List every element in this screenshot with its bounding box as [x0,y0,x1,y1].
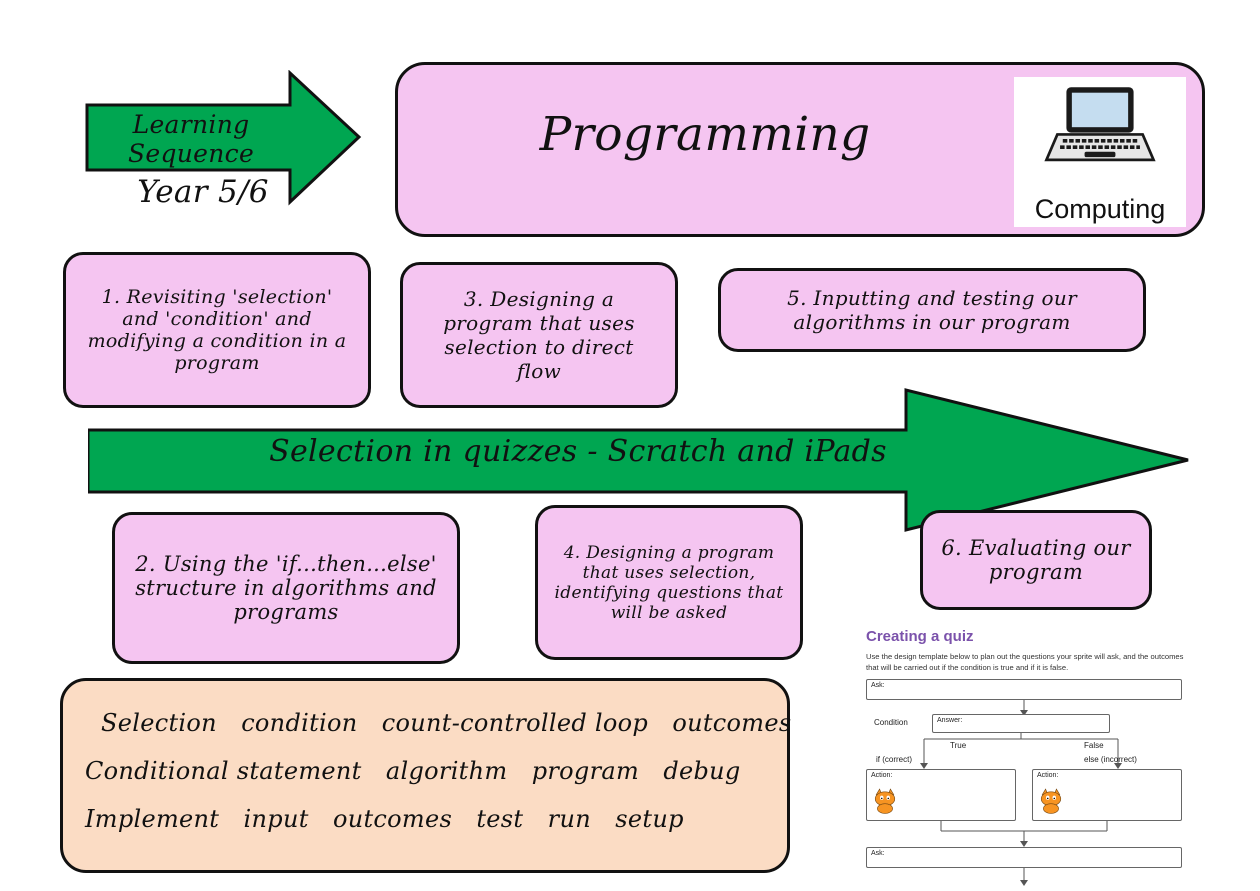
scratch-cat-icon [874,788,896,814]
ask-box-1: Ask: [866,679,1182,700]
lesson-box-6: 6. Evaluating our program [920,510,1152,610]
action-label-2: Action: [1037,772,1059,779]
vocabulary-line-2: Conditional statement algorithm program … [85,757,741,785]
lesson-box-1: 1. Revisiting 'selection' and 'condition… [63,252,371,408]
lesson-1-text: 1. Revisiting 'selection' and 'condition… [87,286,347,374]
action-box-false: Action: [1032,769,1182,821]
lesson-box-2: 2. Using the 'if...then...else' structur… [112,512,460,664]
learning-sequence-arrow: Learning Sequence [85,70,363,206]
lesson-5-text: 5. Inputting and testing our algorithms … [787,286,1077,334]
lesson-box-3: 3. Designing a program that uses selecti… [400,262,678,408]
vocabulary-line-1: Selection condition count-controlled loo… [101,709,792,737]
creating-a-quiz-worksheet: Creating a quiz Use the design template … [862,622,1192,891]
lesson-6-text: 6. Evaluating our program [941,536,1131,584]
unit-arrow: Selection in quizzes - Scratch and iPads [88,388,1193,533]
lesson-2-text: 2. Using the 'if...then...else' structur… [135,552,437,624]
learning-sequence-label: Learning Sequence [127,110,255,168]
true-label: True [950,741,967,750]
false-label: False [1084,741,1104,750]
title-card: Programming Computing [395,62,1205,237]
action-box-true: Action: [866,769,1016,821]
unit-title: Programming [539,107,871,162]
lesson-4-text: 4. Designing a program that uses selecti… [554,542,784,623]
arrow-right-icon [85,70,362,206]
vocabulary-line-3: Implement input outcomes test run setup [85,805,684,833]
vocabulary-box: Selection condition count-controlled loo… [60,678,792,873]
lesson-3-text: 3. Designing a program that uses selecti… [443,287,635,383]
worksheet-heading: Creating a quiz [866,628,974,645]
year-label: Year 5/6 [137,174,269,210]
computing-label: Computing [1034,194,1166,224]
laptop-icon [1044,87,1156,162]
unit-arrow-label: Selection in quizzes - Scratch and iPads [269,434,887,469]
lesson-box-5: 5. Inputting and testing our algorithms … [718,268,1146,352]
action-label-1: Action: [871,772,893,779]
else-incorrect-label: else (incorrect) [1084,755,1137,764]
computing-symbol-card: Computing [1014,77,1186,227]
if-correct-label: if (correct) [876,755,912,764]
answer-label: Answer: [937,717,963,724]
worksheet-intro: Use the design template below to plan ou… [866,652,1184,672]
scratch-cat-icon [1040,788,1062,814]
answer-box: Answer: [932,714,1110,733]
ask-label-2: Ask: [871,850,885,857]
lesson-box-4: 4. Designing a program that uses selecti… [535,505,803,660]
ask-label-1: Ask: [871,682,885,689]
condition-label: Condition [874,718,908,727]
ask-box-2: Ask: [866,847,1182,868]
arrow-right-icon [88,388,1189,532]
